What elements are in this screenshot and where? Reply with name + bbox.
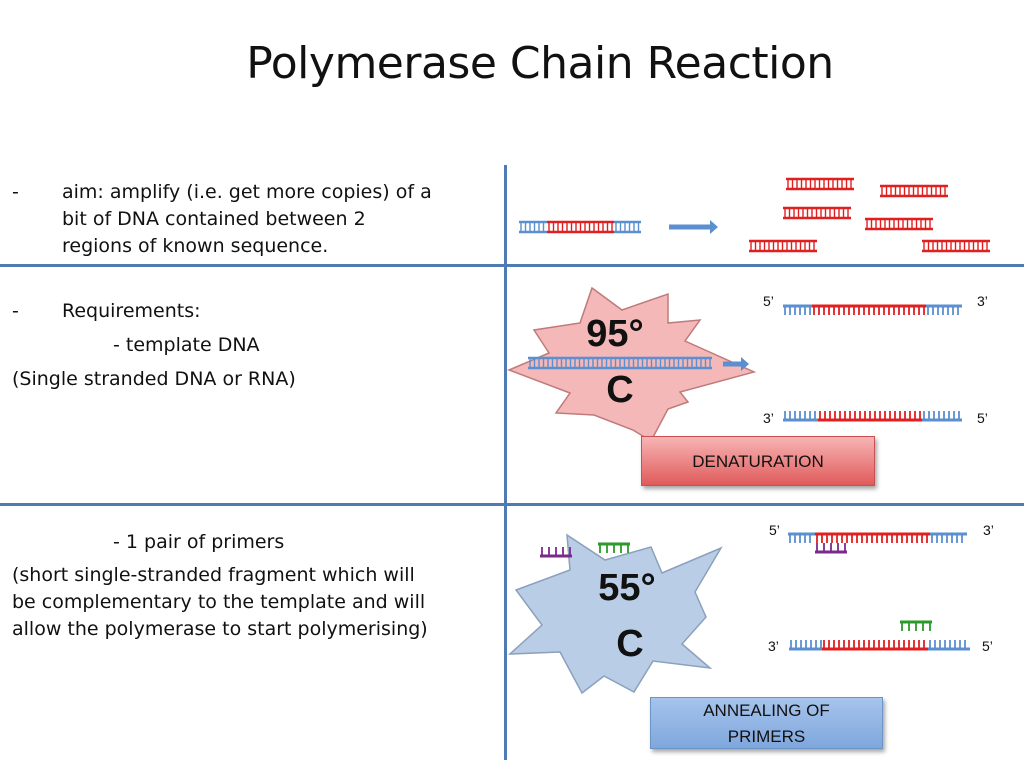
bullet-dash: - bbox=[12, 300, 19, 322]
anneal-top-strand-right bbox=[930, 532, 967, 543]
denat-bottom-strand-left bbox=[783, 411, 818, 422]
slide-title: Polymerase Chain Reaction bbox=[246, 38, 834, 89]
anneal-top-strand-left bbox=[788, 532, 815, 543]
denaturation-temp-unit: C bbox=[606, 369, 634, 411]
primers-note-line-3: allow the polymerase to start polymerisi… bbox=[12, 618, 428, 640]
divider-top bbox=[0, 264, 1024, 267]
req-primers: - 1 pair of primers bbox=[113, 531, 285, 553]
bound-primer-green bbox=[900, 620, 932, 631]
anneal-bottom-strand-left bbox=[789, 640, 822, 651]
anneal-bottom-left-label: 3’ bbox=[768, 638, 779, 654]
amplified-copy bbox=[749, 239, 817, 253]
req-template-note: (Single stranded DNA or RNA) bbox=[12, 368, 296, 390]
template-dna-left-flank bbox=[519, 220, 547, 234]
annealing-label-box: ANNEALING OF PRIMERS bbox=[650, 697, 883, 749]
anneal-top-left-label: 5’ bbox=[769, 522, 780, 538]
primers-note-line-2: be complementary to the template and wil… bbox=[12, 591, 426, 613]
denat-bottom-right-label: 5’ bbox=[977, 410, 988, 426]
annealing-temp-number: 55° bbox=[598, 567, 656, 609]
anneal-bottom-strand-right bbox=[928, 640, 970, 651]
divider-vertical bbox=[504, 165, 507, 760]
anneal-top-right-label: 3’ bbox=[983, 522, 994, 538]
aim-line-2: bit of DNA contained between 2 bbox=[62, 208, 366, 230]
denat-top-strand-right bbox=[926, 304, 962, 315]
denat-top-right-label: 3’ bbox=[977, 293, 988, 309]
bullet-dash: - bbox=[12, 181, 19, 203]
double-stranded-dna bbox=[528, 356, 712, 370]
annealing-label-line-2: PRIMERS bbox=[727, 727, 806, 746]
aim-line-1: aim: amplify (i.e. get more copies) of a bbox=[62, 181, 432, 203]
free-primer-green bbox=[598, 542, 630, 553]
free-primer-purple bbox=[540, 547, 572, 558]
amplified-copy bbox=[783, 206, 851, 220]
denat-bottom-strand-right bbox=[922, 411, 962, 422]
annealing-temp-unit: C bbox=[616, 623, 644, 665]
amplified-copy bbox=[922, 239, 990, 253]
aim-line-3: regions of known sequence. bbox=[62, 235, 329, 257]
denaturation-label-box: DENATURATION bbox=[641, 436, 875, 486]
denature-arrow bbox=[723, 357, 749, 371]
bound-primer-purple bbox=[815, 543, 847, 554]
amplified-copy bbox=[880, 184, 948, 198]
amplify-arrow bbox=[669, 220, 718, 234]
divider-bottom bbox=[0, 503, 1024, 506]
anneal-bottom-right-label: 5’ bbox=[982, 638, 993, 654]
requirements-heading: Requirements: bbox=[62, 300, 201, 322]
denaturation-heat-burst bbox=[506, 286, 757, 443]
denat-top-strand-left bbox=[783, 304, 812, 315]
template-dna-target-region bbox=[547, 220, 614, 234]
denat-bottom-strand-center bbox=[818, 411, 922, 422]
denaturation-label: DENATURATION bbox=[692, 452, 824, 471]
amplified-copy bbox=[865, 217, 933, 231]
annealing-label-line-1: ANNEALING OF bbox=[703, 701, 830, 720]
anneal-bottom-strand-center bbox=[822, 640, 928, 651]
denaturation-temp-number: 95° bbox=[586, 313, 644, 355]
req-template-dna: - template DNA bbox=[113, 334, 260, 356]
primers-note-line-1: (short single-stranded fragment which wi… bbox=[12, 564, 415, 586]
template-dna-right-flank bbox=[614, 220, 641, 234]
denat-bottom-left-label: 3’ bbox=[763, 410, 774, 426]
annealing-cold-burst bbox=[507, 533, 723, 695]
anneal-top-strand-center bbox=[815, 532, 930, 543]
amplified-copy bbox=[786, 177, 854, 191]
denat-top-left-label: 5’ bbox=[763, 293, 774, 309]
denat-top-strand-center bbox=[812, 304, 926, 315]
